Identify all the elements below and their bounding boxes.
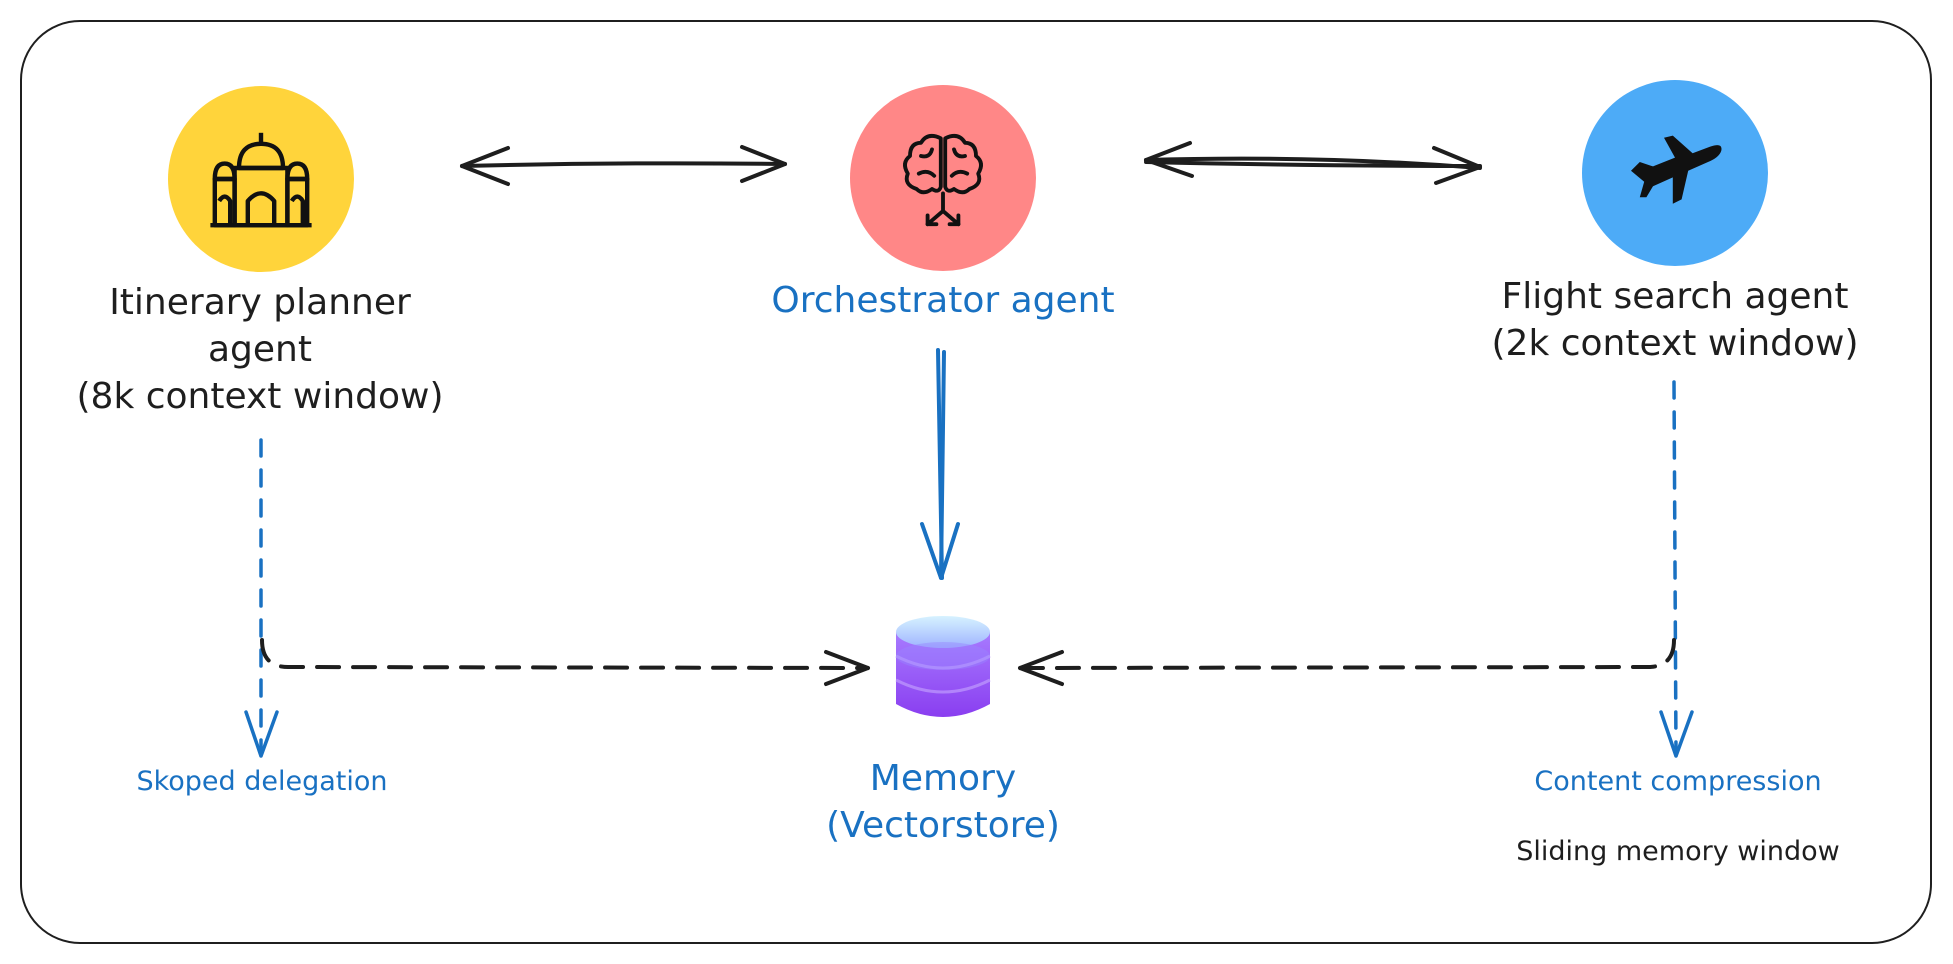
flight-node-circle[interactable] [1582, 80, 1768, 266]
arrow-orchestrator-flight [1144, 141, 1482, 185]
annotation-content-compression: Content compression [1534, 766, 1822, 797]
mosque-icon [210, 132, 312, 228]
flight-node-label: Flight search agent (2k context window) [1452, 274, 1898, 368]
database-icon [895, 616, 991, 717]
itinerary-line2: agent [208, 328, 312, 370]
flight-line2: (2k context window) [1491, 322, 1859, 364]
airplane-icon [1631, 135, 1722, 204]
arrow-itinerary-delegation [244, 438, 279, 758]
memory-line1: Memory [869, 758, 1017, 799]
orchestrator-node-label: Orchestrator agent [771, 280, 1115, 321]
arrow-left-to-memory [260, 638, 870, 686]
annotation-skoped-delegation: Skoped delegation [136, 766, 388, 797]
arrow-orchestrator-memory [920, 348, 960, 580]
memory-node[interactable] [892, 612, 994, 724]
diagram-frame [20, 20, 1932, 944]
memory-node-label: Memory (Vectorstore) [760, 756, 1126, 850]
orchestrator-node-circle[interactable] [850, 85, 1036, 271]
annotation-sliding-memory-window: Sliding memory window [1516, 836, 1840, 867]
arrow-right-to-memory [1018, 638, 1676, 686]
itinerary-node-circle[interactable] [168, 86, 354, 272]
itinerary-line3: (8k context window) [76, 375, 444, 417]
arrow-itinerary-orchestrator [460, 145, 787, 186]
flight-line1: Flight search agent [1501, 276, 1849, 317]
arrow-flight-compression [1659, 380, 1694, 758]
itinerary-node-label: Itinerary planner agent (8k context wind… [60, 280, 460, 420]
memory-line2: (Vectorstore) [826, 804, 1060, 846]
brain-icon [903, 134, 983, 227]
itinerary-line1: Itinerary planner [109, 282, 411, 323]
